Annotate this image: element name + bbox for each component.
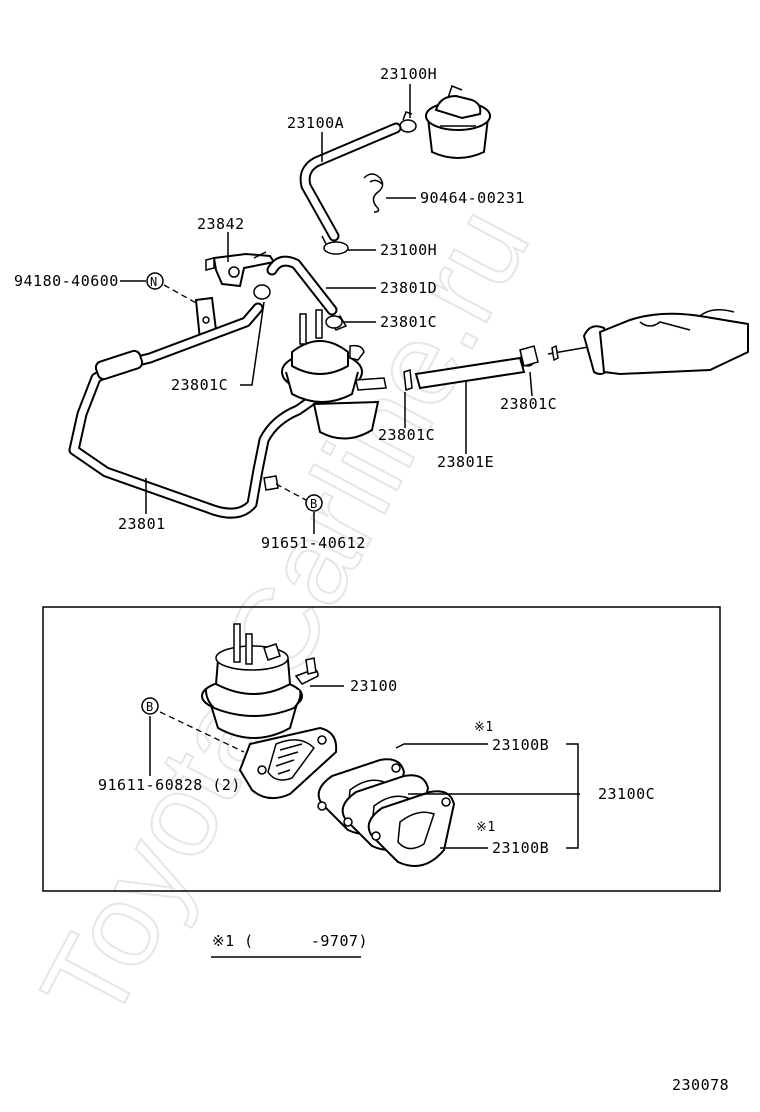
label-23801: 23801 [118, 515, 166, 533]
label-91611-60828: 91611-60828 (2) [98, 776, 241, 794]
leader-lines-top [120, 84, 533, 534]
clamp-23100h-mid [321, 235, 349, 255]
label-91651-40612: 91651-40612 [261, 534, 366, 552]
detail-frame [42, 606, 721, 892]
label-94180-40600: 94180-40600 [14, 272, 119, 290]
pump-flange [238, 726, 338, 800]
label-23801c-d: 23801C [378, 426, 435, 444]
label-23100h-mid: 23100H [380, 241, 437, 259]
leader-lines-box [149, 685, 580, 849]
ref-b-text-top: B [310, 497, 318, 511]
label-23100b-b: 23100B [492, 839, 549, 857]
ref-b-marker-box [141, 697, 159, 715]
label-23100b-a: 23100B [492, 736, 549, 754]
label-23801d: 23801D [380, 279, 437, 297]
clamp-23801c-right [519, 345, 539, 367]
label-23100: 23100 [350, 677, 398, 695]
fuel-tank-connector [547, 309, 749, 376]
label-90464-00231: 90464-00231 [420, 189, 525, 207]
hose-23801d [266, 255, 338, 316]
filter-canister-top [425, 85, 491, 159]
clamp-23801c-pump [325, 315, 343, 329]
part-labels: 23100H 23100A 90464-00231 23842 23100H 9… [14, 65, 729, 1094]
ref-n-text: N [150, 275, 158, 289]
footnote-note-1: ※1 ( -9707) [212, 932, 368, 950]
label-23842: 23842 [197, 215, 245, 233]
label-23801c-b: 23801C [171, 376, 228, 394]
fuel-pump-installed [281, 309, 387, 440]
ref-b-marker-top [305, 494, 323, 512]
clamp-23801c-left [253, 284, 271, 300]
label-23801e: 23801E [437, 453, 494, 471]
fuel-pipe-23801 [68, 302, 324, 519]
label-23100a: 23100A [287, 114, 344, 132]
label-23801c-c: 23801C [500, 395, 557, 413]
note-1-a: ※1 [474, 720, 494, 735]
clamp-23100h-top [399, 111, 417, 133]
label-23100c: 23100C [598, 785, 655, 803]
watermark: Toyota-Carline.ru [16, 187, 554, 1042]
ref-b-text-box: B [146, 700, 154, 714]
label-23801c-a: 23801C [380, 313, 437, 331]
note-1-b: ※1 [476, 820, 496, 835]
diagram-number: 230078 [672, 1076, 729, 1094]
hose-clip-90464 [363, 173, 384, 213]
ref-n-marker [146, 272, 164, 290]
fuel-pump-23100 [201, 623, 319, 739]
label-23100h-top: 23100H [380, 65, 437, 83]
gasket-23100b-b [367, 790, 456, 867]
hose-23100a [299, 122, 402, 242]
bracket-23842 [205, 251, 276, 288]
